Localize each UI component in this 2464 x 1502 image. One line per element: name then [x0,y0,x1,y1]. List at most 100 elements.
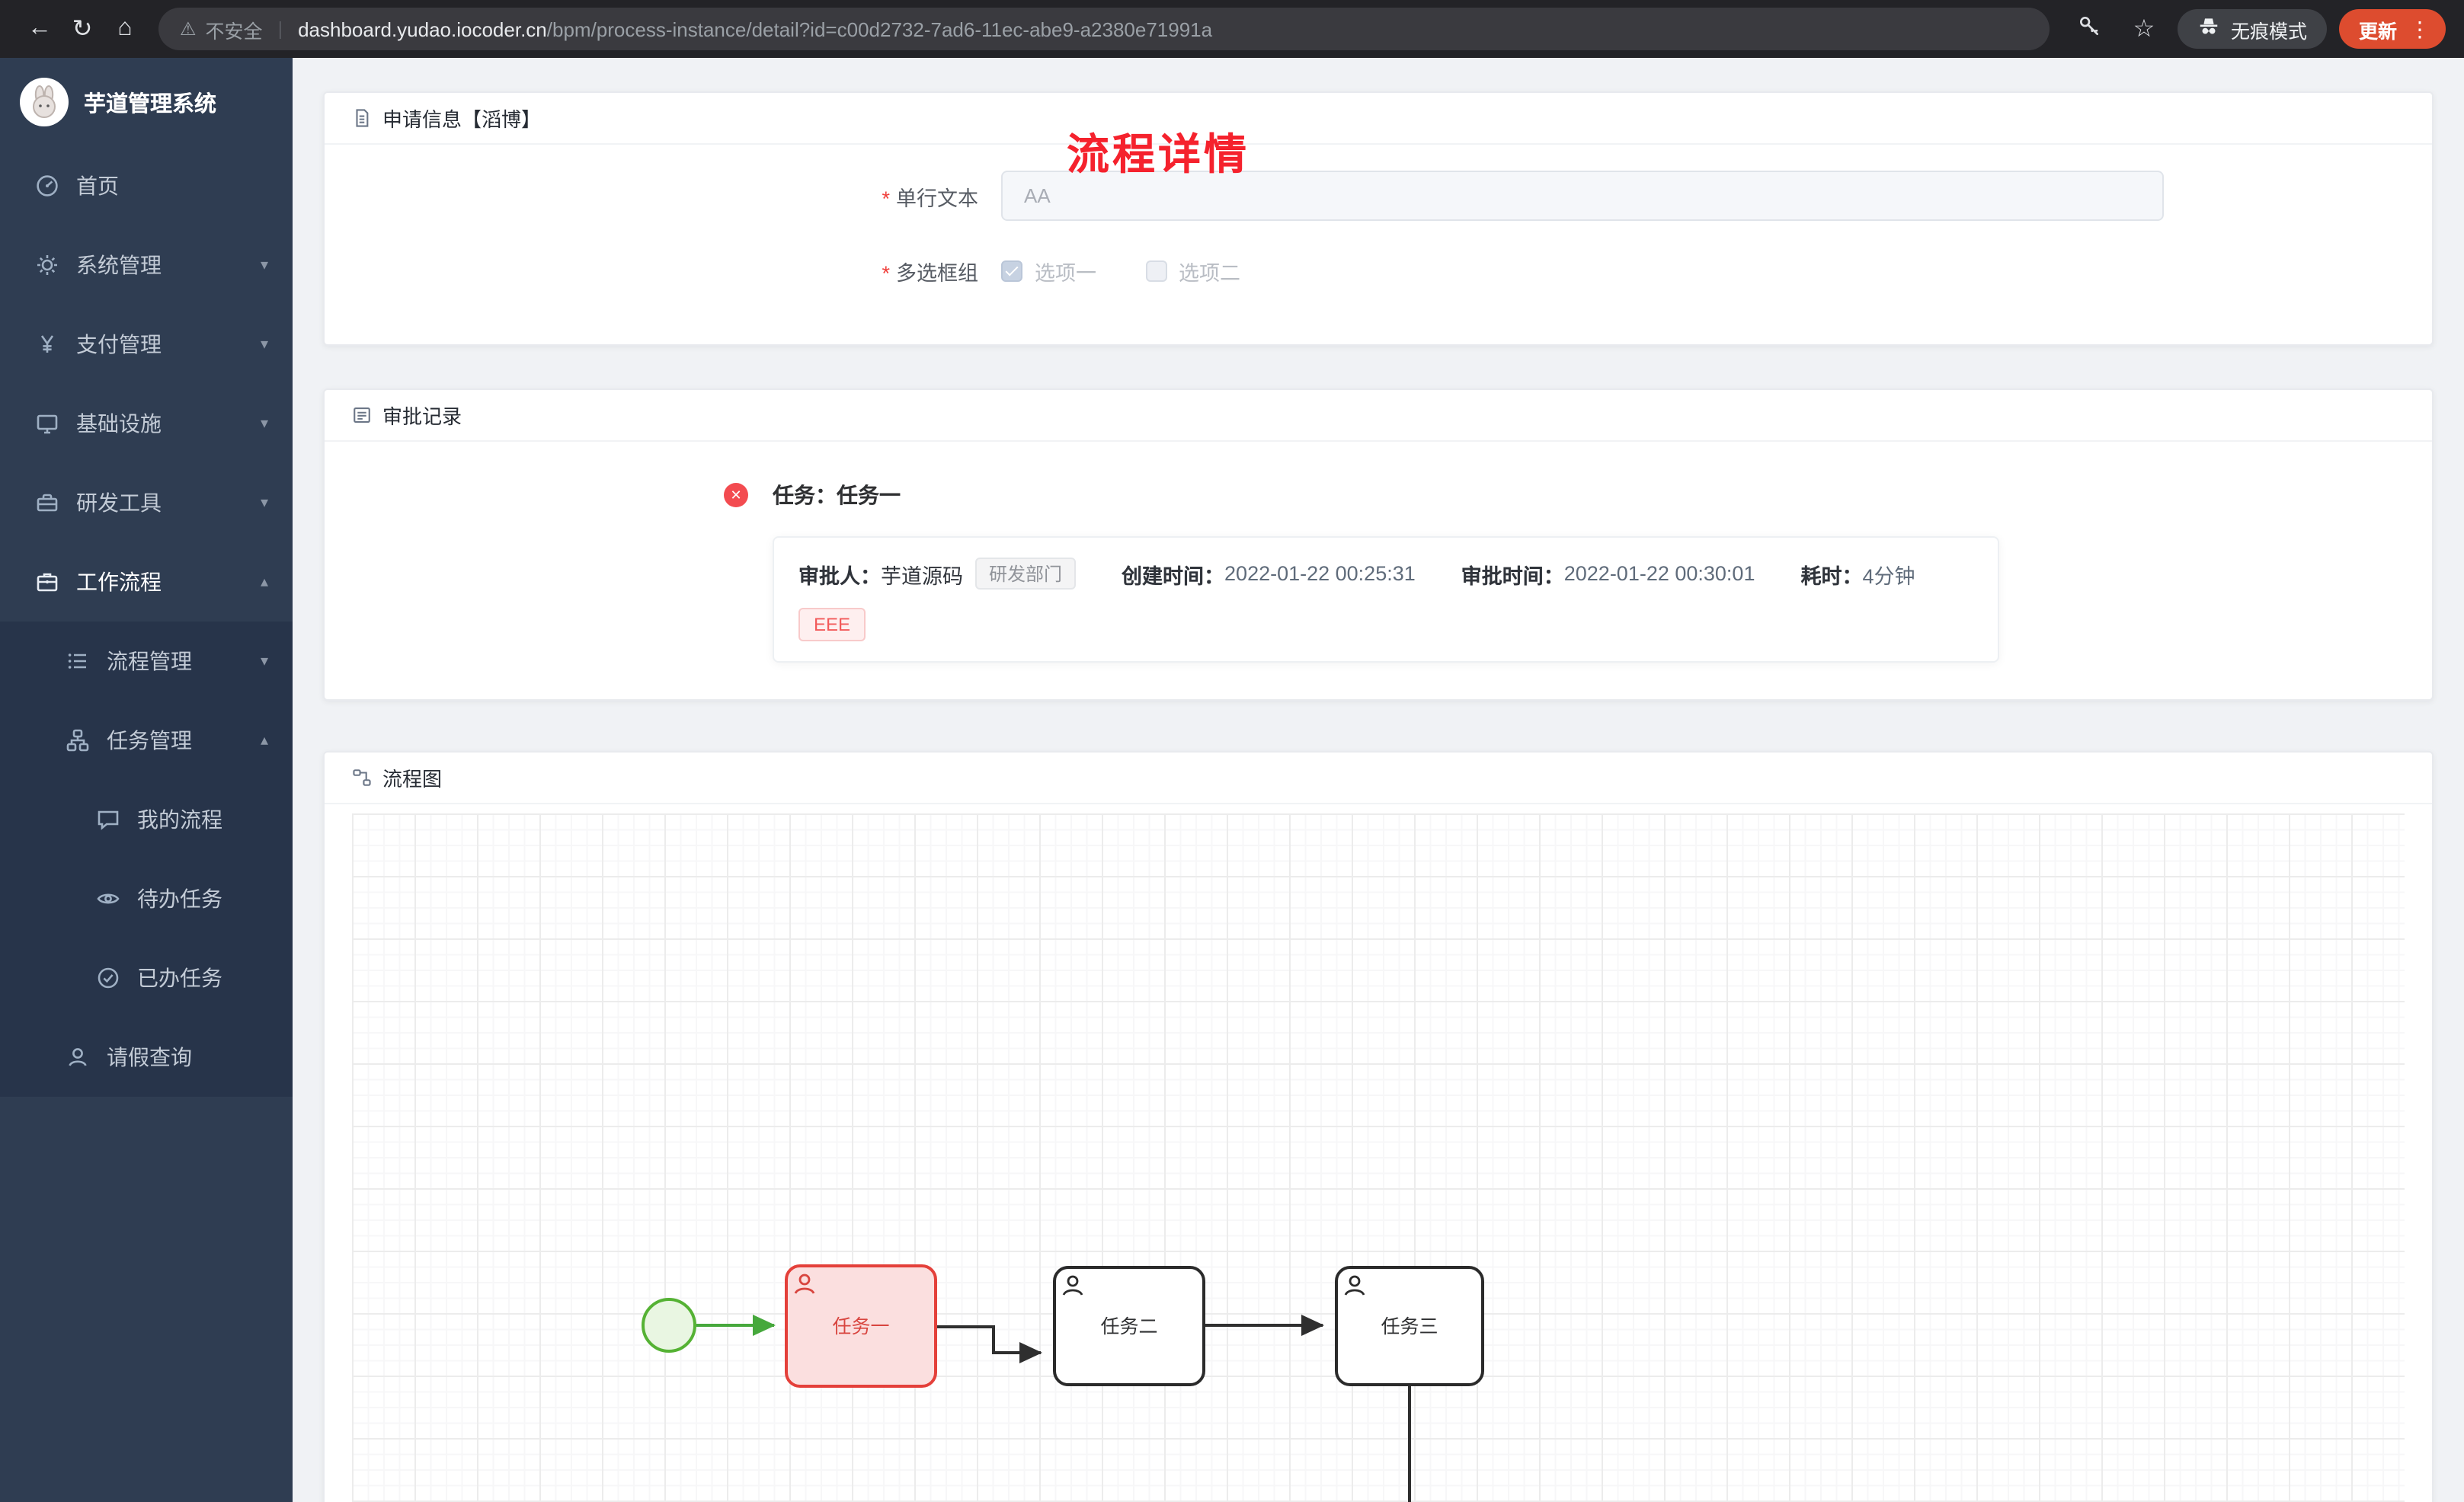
sidebar-item-label: 基础设施 [76,411,162,436]
field-label-text: 多选框组 [896,262,978,285]
address-bar[interactable]: ⚠ 不安全 | dashboard.yudao.iocoder.cn /bpm/… [158,8,2050,50]
task-node-label: 任务二 [1100,1316,1157,1337]
checkbox-label: 选项一 [1035,262,1096,285]
sidebar-item-infra[interactable]: 基础设施 ▾ [0,384,293,463]
checkbox-option-1[interactable]: 选项一 [1001,256,1096,286]
checkbox-unchecked-icon [1145,260,1166,282]
back-button[interactable]: ← [18,8,61,50]
field-label: *单行文本 [325,181,1001,211]
start-event-node[interactable] [642,1298,696,1353]
page-title: 流程详情 [1066,131,1250,178]
logo-avatar [20,78,69,126]
sidebar-item-label: 研发工具 [76,491,162,515]
approval-detail-panel: 审批人： 芋道源码 研发部门 创建时间： 2022-01-22 00:25:31… [773,536,1999,663]
bpmn-canvas[interactable]: 任务一 任务二 [352,813,2405,1502]
incognito-icon [2197,15,2220,43]
process-diagram-card-header: 流程图 [325,753,2432,804]
yen-icon [34,332,61,356]
sidebar-item-devtools[interactable]: 研发工具 ▾ [0,463,293,542]
comment-tag: EEE [798,608,866,641]
bpmn-diagram: 任务一 任务二 [642,1264,1484,1502]
home-icon: ⌂ [117,15,133,41]
diagram-icon [352,768,372,788]
bookmark-button[interactable]: ☆ [2123,8,2165,50]
apply-info-card: 申请信息【滔博】 *单行文本 * 多选框组 选项一 [323,91,2434,346]
url-path: /bpm/process-instance/detail?id=c00d2732… [546,18,1213,40]
approve-time-label: 审批时间： [1461,564,1564,587]
approval-record-card: 审批记录 ✕ 任务：任务一 审批人： 芋道源码 研发部门 [323,388,2434,701]
form-row-checkbox-group: * 多选框组 选项一 选项二 [325,256,2432,286]
app-logo[interactable]: 芋道管理系统 [0,58,293,146]
task-node-label: 任务三 [1381,1316,1438,1337]
sidebar-item-workflow[interactable]: 工作流程 ▴ [0,542,293,622]
user-task-icon [1062,1275,1083,1296]
flow-icon [64,728,91,753]
key-button[interactable] [2068,8,2110,50]
sidebar-item-todo-tasks[interactable]: 待办任务 [0,859,293,938]
address-divider: | [277,18,283,40]
sidebar-item-payment[interactable]: 支付管理 ▾ [0,305,293,384]
menu-dots-icon: ⋮ [2409,16,2430,40]
sidebar-item-my-process[interactable]: 我的流程 [0,780,293,859]
create-time-value: 2022-01-22 00:25:31 [1224,562,1416,585]
apply-info-card-header: 申请信息【滔博】 [325,93,2432,145]
chevron-down-icon: ▾ [260,336,268,353]
sidebar-item-label: 请假查询 [107,1045,192,1069]
task-node-3[interactable]: 任务三 [1335,1266,1484,1386]
checkbox-label: 选项二 [1179,262,1240,285]
sidebar-item-label: 流程管理 [107,649,192,673]
duration-value: 4分钟 [1862,564,1915,587]
sidebar-item-task-mgmt[interactable]: 任务管理 ▴ [0,701,293,780]
refresh-button[interactable]: ↻ [61,8,104,50]
task-title: 任务：任务一 [773,483,901,507]
sidebar-item-done-tasks[interactable]: 已办任务 [0,938,293,1018]
home-button[interactable]: ⌂ [104,8,146,50]
update-label: 更新 [2358,21,2397,42]
sidebar-item-home[interactable]: 首页 [0,146,293,225]
single-line-text-input[interactable] [1001,171,2164,221]
chevron-down-icon: ▾ [260,257,268,273]
task-node-1[interactable]: 任务一 [785,1264,937,1388]
process-diagram-card-title: 流程图 [382,768,443,791]
sidebar-item-system[interactable]: 系统管理 ▾ [0,225,293,305]
create-time-group: 创建时间： 2022-01-22 00:25:31 [1122,558,1416,589]
dept-tag: 研发部门 [975,558,1077,590]
briefcase-icon [34,570,61,594]
sidebar-item-label: 工作流程 [76,570,162,594]
approval-record-card-title: 审批记录 [382,405,462,428]
update-button[interactable]: 更新 ⋮ [2338,9,2446,49]
browser-toolbar: ← ↻ ⌂ ⚠ 不安全 | dashboard.yudao.iocoder.cn… [0,0,2464,58]
dashboard-icon [34,174,61,198]
approver-group: 审批人： 芋道源码 研发部门 [798,558,1077,590]
required-asterisk: * [882,262,890,285]
task-node-2[interactable]: 任务二 [1053,1266,1205,1386]
chevron-up-icon: ▴ [260,574,268,590]
sidebar-item-leave-query[interactable]: 请假查询 [0,1018,293,1097]
document-icon [352,108,372,128]
chat-icon [94,807,122,832]
refresh-icon: ↻ [72,17,93,43]
sidebar-item-label: 首页 [76,174,119,198]
chevron-up-icon: ▴ [260,732,268,749]
checkbox-checked-icon [1001,260,1022,282]
sidebar-item-label: 待办任务 [137,887,222,911]
back-icon: ← [27,15,52,41]
record-icon [352,405,372,425]
security-label: 不安全 [205,21,263,42]
create-time-label: 创建时间： [1122,564,1225,587]
approve-time-value: 2022-01-22 00:30:01 [1563,562,1755,585]
user-task-icon [1344,1275,1365,1296]
user-icon [64,1045,91,1069]
duration-label: 耗时： [1800,564,1863,587]
process-diagram-card: 流程图 [323,751,2434,1502]
approver-name: 芋道源码 [881,564,963,587]
checkbox-option-2[interactable]: 选项二 [1145,256,1240,286]
sidebar-item-process-mgmt[interactable]: 流程管理 ▾ [0,622,293,701]
approve-time-group: 审批时间： 2022-01-22 00:30:01 [1461,558,1755,589]
sidebar-item-label: 任务管理 [107,728,192,753]
incognito-badge: 无痕模式 [2177,9,2327,49]
workflow-submenu: 流程管理 ▾ 任务管理 ▴ 我的流程 [0,622,293,1097]
key-icon [2077,13,2101,45]
field-label-text: 单行文本 [896,187,978,209]
